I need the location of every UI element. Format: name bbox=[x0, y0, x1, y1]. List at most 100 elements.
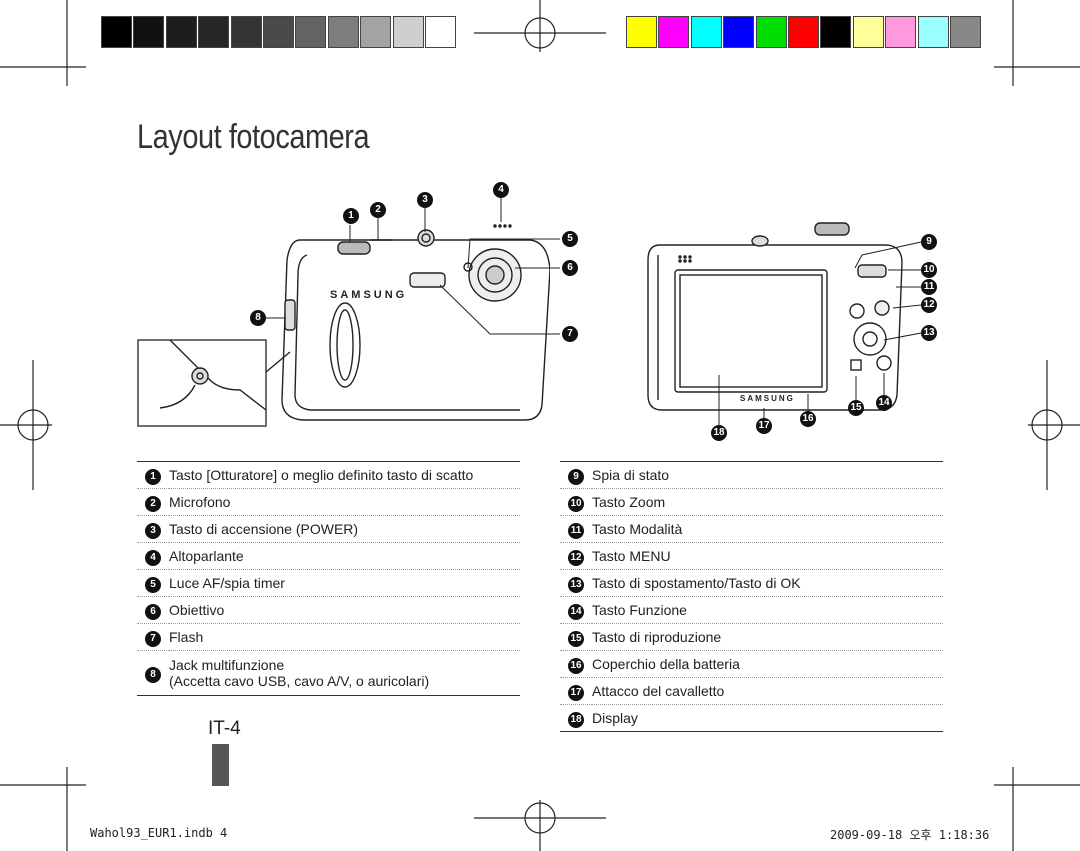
color-swatch bbox=[723, 16, 755, 48]
legend-text: Luce AF/spia timer bbox=[169, 575, 285, 591]
legend-text: Tasto [Otturatore] o meglio definito tas… bbox=[169, 467, 474, 483]
legend-text: Obiettivo bbox=[169, 602, 225, 618]
callout-13: 13 bbox=[921, 325, 937, 341]
legend-text: Tasto Zoom bbox=[592, 494, 666, 510]
gray-swatch bbox=[165, 16, 197, 48]
legend-row: 12 Tasto MENU bbox=[560, 542, 943, 570]
legend-number-badge: 5 bbox=[145, 576, 161, 593]
gray-swatch bbox=[425, 16, 456, 48]
gray-swatch bbox=[101, 16, 132, 48]
gray-swatch bbox=[392, 16, 424, 48]
camera-front-illustration: SAMSUNG bbox=[137, 224, 550, 427]
back-brand-logo: SAMSUNG bbox=[740, 394, 795, 403]
legend-row: 11 Tasto Modalità bbox=[560, 515, 943, 543]
color-swatch bbox=[950, 16, 981, 48]
legend-text: Tasto di riproduzione bbox=[592, 629, 722, 645]
legend-row: 14 Tasto Funzione bbox=[560, 596, 943, 624]
legend-number-badge: 7 bbox=[145, 630, 161, 647]
gray-swatch bbox=[133, 16, 165, 48]
legend-row: 13 Tasto di spostamento/Tasto di OK bbox=[560, 569, 943, 597]
legend-text: Jack multifunzione bbox=[169, 657, 285, 673]
callout-7: 7 bbox=[562, 326, 578, 342]
legend-text: Coperchio della batteria bbox=[592, 656, 740, 672]
callout-16: 16 bbox=[800, 411, 816, 427]
legend-text: Spia di stato bbox=[592, 467, 670, 483]
callout-11: 11 bbox=[921, 279, 937, 295]
callout-9: 9 bbox=[921, 234, 937, 250]
page-number: IT-4 bbox=[208, 718, 241, 739]
gray-swatch bbox=[295, 16, 327, 48]
legend-left-table: 1 Tasto [Otturatore] o meglio definito ta… bbox=[137, 461, 520, 696]
legend-number-badge: 18 bbox=[568, 711, 584, 728]
legend-text: Tasto Funzione bbox=[592, 602, 687, 618]
legend-number-badge: 13 bbox=[568, 576, 584, 593]
legend-number-badge: 10 bbox=[568, 495, 584, 512]
legend-row: 16 Coperchio della batteria bbox=[560, 650, 943, 678]
legend-text: Tasto di accensione (POWER) bbox=[169, 521, 359, 537]
callout-17: 17 bbox=[756, 418, 772, 434]
legend-text: Microfono bbox=[169, 494, 231, 510]
legend-text: Flash bbox=[169, 629, 204, 645]
legend-number-badge: 12 bbox=[568, 549, 584, 566]
legend-text: Altoparlante bbox=[169, 548, 244, 564]
color-swatch bbox=[658, 16, 690, 48]
footer-file-name: Wahol93_EUR1.indb 4 bbox=[90, 826, 228, 840]
legend-number-badge: 15 bbox=[568, 630, 584, 647]
legend-number-badge: 17 bbox=[568, 684, 584, 701]
gray-swatch bbox=[230, 16, 262, 48]
footer-datetime: 2009-09-18 오후 1:18:36 bbox=[830, 828, 990, 842]
legend-row: 6 Obiettivo bbox=[137, 596, 520, 624]
legend-row: 9 Spia di stato bbox=[560, 461, 943, 489]
legend-text: Display bbox=[592, 710, 638, 726]
legend-row: 10 Tasto Zoom bbox=[560, 488, 943, 516]
camera-back-illustration: SAMSUNG bbox=[647, 222, 903, 411]
callout-15: 15 bbox=[848, 400, 864, 416]
gray-swatch bbox=[360, 16, 392, 48]
callout-6: 6 bbox=[562, 260, 578, 276]
callout-2: 2 bbox=[370, 202, 386, 218]
color-swatch bbox=[788, 16, 819, 48]
legend-number-badge: 1 bbox=[145, 468, 161, 485]
legend-row: 8 Jack multifunzione(Accetta cavo USB, ca… bbox=[137, 650, 520, 696]
legend-row: 3 Tasto di accensione (POWER) bbox=[137, 515, 520, 543]
gray-swatch bbox=[198, 16, 230, 48]
legend-row: 18 Display bbox=[560, 704, 943, 732]
legend-number-badge: 14 bbox=[568, 603, 584, 620]
callout-8: 8 bbox=[250, 310, 266, 326]
legend-row: 7 Flash bbox=[137, 623, 520, 651]
callout-14: 14 bbox=[876, 395, 892, 411]
legend-text: Tasto MENU bbox=[592, 548, 671, 564]
section-tab-marker bbox=[212, 744, 229, 786]
color-swatch bbox=[755, 16, 787, 48]
callout-3: 3 bbox=[417, 192, 433, 208]
color-swatch bbox=[917, 16, 949, 48]
legend-text: Tasto Modalità bbox=[592, 521, 683, 537]
callout-18: 18 bbox=[711, 425, 727, 441]
legend-text-secondary: (Accetta cavo USB, cavo A/V, o auricolar… bbox=[169, 673, 430, 689]
callout-4: 4 bbox=[493, 182, 509, 198]
legend-number-badge: 3 bbox=[145, 522, 161, 539]
legend-number-badge: 9 bbox=[568, 468, 584, 485]
gray-swatch bbox=[263, 16, 294, 48]
legend-number-badge: 16 bbox=[568, 657, 584, 674]
legend-text: Attacco del cavalletto bbox=[592, 683, 725, 699]
color-swatch bbox=[626, 16, 657, 48]
legend-row: 17 Attacco del cavalletto bbox=[560, 677, 943, 705]
color-swatch bbox=[852, 16, 884, 48]
legend-row: 15 Tasto di riproduzione bbox=[560, 623, 943, 651]
callout-10: 10 bbox=[921, 262, 937, 278]
callout-12: 12 bbox=[921, 297, 937, 313]
legend-row: 5 Luce AF/spia timer bbox=[137, 569, 520, 597]
legend-number-badge: 8 bbox=[145, 666, 161, 683]
legend-number-badge: 6 bbox=[145, 603, 161, 620]
color-swatch bbox=[885, 16, 917, 48]
legend-row: 1 Tasto [Otturatore] o meglio definito ta… bbox=[137, 461, 520, 489]
legend-number-badge: 11 bbox=[568, 522, 584, 539]
front-brand-logo: SAMSUNG bbox=[330, 289, 407, 301]
legend-text: Tasto di spostamento/Tasto di OK bbox=[592, 575, 801, 591]
color-swatch bbox=[690, 16, 722, 48]
